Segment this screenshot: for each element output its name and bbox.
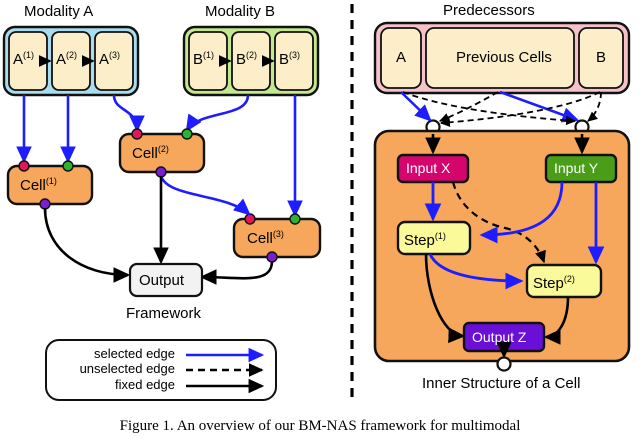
modality-a-node-3: [94, 31, 134, 91]
edge-cell1-to-output: [43, 207, 131, 283]
edge-inputy-to-step1-selected: [479, 181, 564, 244]
cell-2-box: [118, 132, 206, 174]
cell-2-port-y: [181, 128, 193, 140]
edge-pred-prev-to-junction-y-selected: [499, 90, 580, 123]
modality-b-node-1: [188, 31, 228, 91]
modality-b-node-3: [274, 31, 314, 91]
edge-pred-a-to-junction-y-unselected: [402, 91, 577, 126]
step-1-box: [396, 220, 472, 256]
predecessor-node-b: [578, 27, 624, 89]
cell-1-port-out: [39, 198, 51, 210]
cell-3-port-x: [244, 213, 256, 225]
edge-cell3-to-output: [199, 260, 274, 285]
cell-2-port-x: [131, 128, 143, 140]
predecessor-node-previous-cells: [425, 27, 575, 89]
cell-1-port-x: [18, 160, 30, 172]
modality-b-node-2: [231, 31, 271, 91]
modality-a-node-2: [51, 31, 91, 91]
output-box: [128, 262, 204, 298]
output-z-box: [462, 321, 546, 353]
edge-pred-prev-to-junction-x-unselected: [439, 91, 499, 122]
edge-step1-to-step2-selected: [428, 253, 524, 290]
cell-exit-node: [496, 356, 512, 372]
edge-step2-to-outputz-fixed: [543, 296, 570, 345]
edge-pred-b-to-junction-y-unselected: [587, 91, 602, 122]
edge-pred-a-to-junction-x-selected: [400, 91, 432, 122]
step-2-box: [525, 263, 603, 299]
predecessor-node-a: [380, 27, 422, 89]
edge-inputx-to-step2-unselected: [451, 181, 546, 264]
edge-step1-to-outputz-fixed: [424, 253, 466, 344]
cell-3-port-out: [266, 251, 278, 263]
cell-3-box: [232, 217, 322, 259]
edge-cell2-to-cell3: [159, 175, 251, 216]
input-y-box: [544, 153, 618, 184]
legend-box: [45, 339, 277, 401]
modality-a-node-1: [8, 31, 48, 91]
edge-pred-b-to-junction-x-unselected: [439, 91, 601, 127]
cell-1-port-y: [62, 160, 74, 172]
figure-caption: Figure 1. An overview of our BM-NAS fram…: [119, 418, 521, 434]
cell-3-port-y: [289, 213, 301, 225]
cell-2-port-out: [155, 166, 167, 178]
edge-b2-to-cell2-y: [185, 94, 250, 132]
cell-1-box: [6, 164, 94, 206]
edge-a3-to-cell2-x: [112, 94, 145, 133]
input-x-box: [396, 153, 470, 184]
